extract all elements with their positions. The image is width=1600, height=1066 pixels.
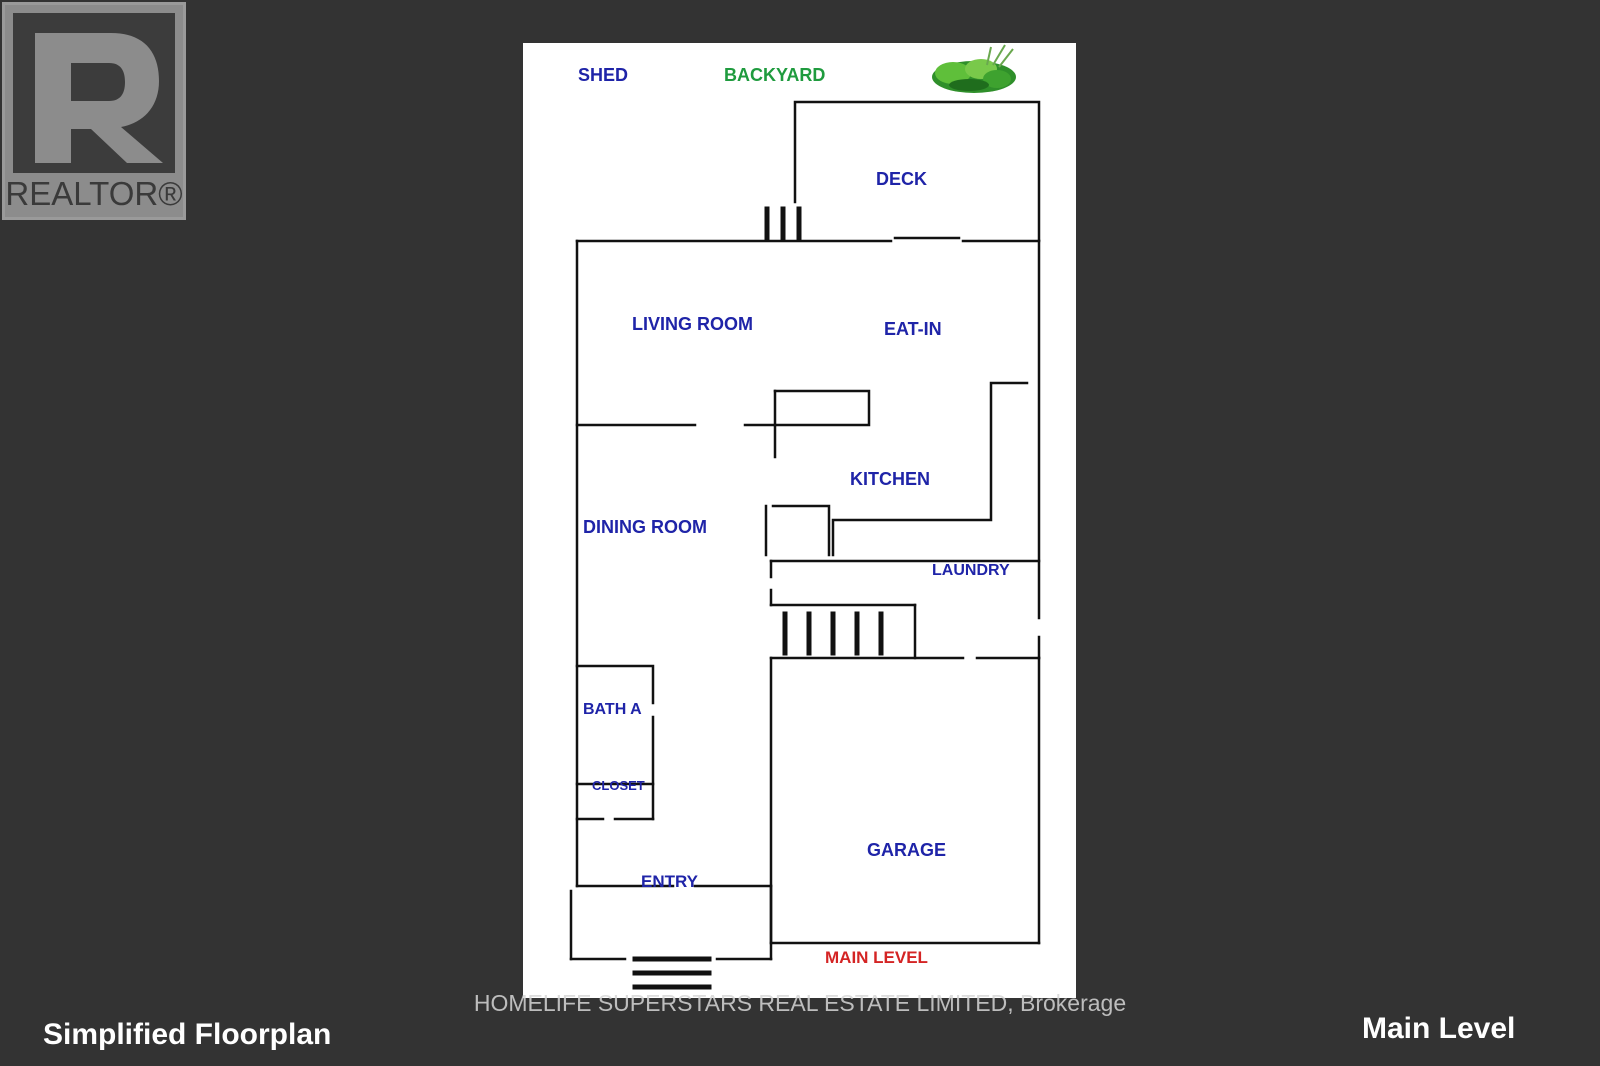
label-dining-room: DINING ROOM — [583, 517, 707, 537]
label-living-room: LIVING ROOM — [632, 314, 753, 334]
realtor-logo: REALTOR® — [2, 2, 186, 220]
label-garage: GARAGE — [867, 840, 947, 860]
label-bath-a: BATH A — [583, 701, 642, 718]
plant-icon — [932, 44, 1016, 93]
floorplan: SHED BACKYARD DECK LIVING ROOM EAT-IN KI… — [523, 43, 1076, 998]
label-shed: SHED — [578, 65, 629, 85]
caption-simplified-floorplan: Simplified Floorplan — [43, 1018, 332, 1051]
realtor-r-icon — [13, 13, 175, 173]
label-backyard: BACKYARD — [724, 65, 826, 85]
label-entry: ENTRY — [641, 872, 698, 891]
label-closet: CLOSET — [592, 778, 645, 793]
label-deck: DECK — [876, 169, 928, 189]
floorplan-walls — [569, 44, 1041, 990]
label-main-level: MAIN LEVEL — [825, 948, 928, 967]
brokerage-watermark: HOMELIFE SUPERSTARS REAL ESTATE LIMITED,… — [473, 990, 1127, 1016]
caption-main-level: Main Level — [1362, 1012, 1516, 1045]
label-kitchen: KITCHEN — [850, 469, 930, 489]
label-eat-in: EAT-IN — [884, 319, 942, 339]
label-laundry: LAUNDRY — [932, 562, 1010, 579]
realtor-wordmark: REALTOR® — [5, 175, 183, 212]
